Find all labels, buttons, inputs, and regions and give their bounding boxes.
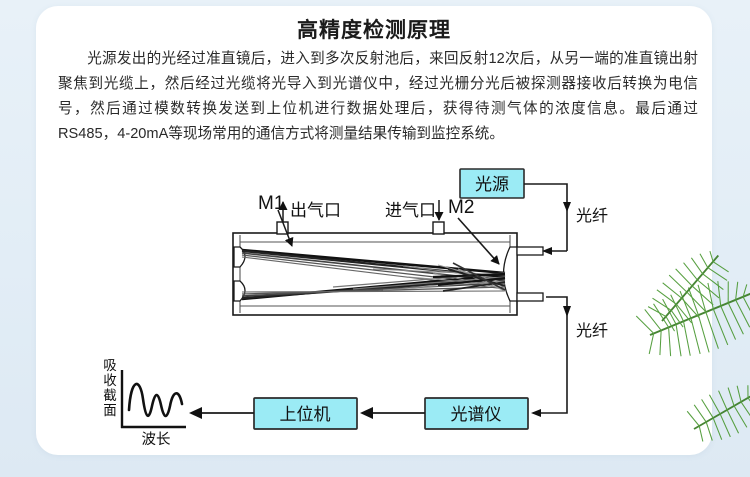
box-spectrometer — [424, 397, 529, 430]
box-host-computer-label: 上位机 — [280, 405, 331, 424]
svg-text:面: 面 — [103, 403, 117, 418]
box-light-source-label: 光源 — [475, 175, 509, 194]
label-gas-inlet: 进气口 — [385, 201, 436, 220]
box-light-source — [459, 168, 525, 199]
label-mirror-m1: M1 — [258, 193, 284, 214]
svg-text:截: 截 — [103, 388, 117, 403]
plot-x-axis-label: 波长 — [142, 431, 171, 448]
plot-y-axis-label: 吸 — [103, 358, 117, 373]
box-host-computer — [253, 397, 358, 430]
label-mirror-m2: M2 — [448, 197, 474, 218]
label-gas-outlet: 出气口 — [290, 201, 341, 220]
svg-text:收: 收 — [103, 373, 117, 388]
palm-leaf-graphic — [635, 250, 750, 442]
page-title: 高精度检测原理 — [297, 19, 451, 42]
description-paragraph: 光源发出的光经过准直镜后，进入到多次反射池后，来回反射12次后，从另一端的准直镜… — [58, 51, 698, 142]
box-spectrometer-label: 光谱仪 — [451, 405, 502, 424]
absorption-plot — [120, 370, 186, 429]
